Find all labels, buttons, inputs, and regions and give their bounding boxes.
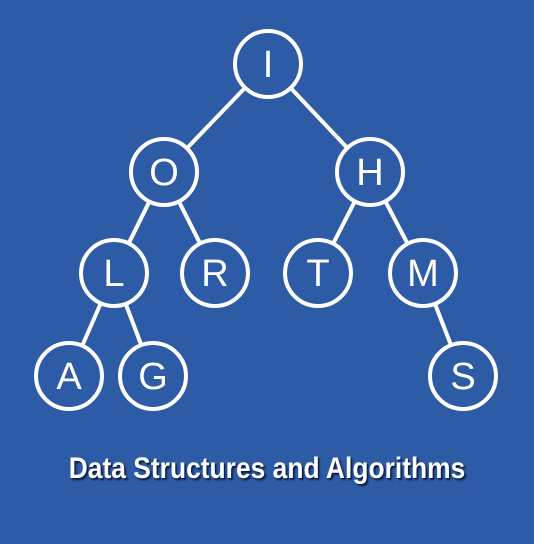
tree-node-t: T xyxy=(283,238,353,308)
tree-node-label: M xyxy=(407,253,439,295)
tree-node-o: O xyxy=(129,137,199,207)
tree-node-label: H xyxy=(356,152,383,194)
tree-node-label: T xyxy=(306,253,329,295)
diagram-caption: Data Structures and Algorithms xyxy=(68,452,466,485)
tree-edges xyxy=(80,86,453,347)
tree-node-circle xyxy=(388,238,458,308)
tree-node-circle xyxy=(79,238,149,308)
tree-nodes: I O H L R T M A G S xyxy=(34,29,498,411)
tree-node-s: S xyxy=(428,341,498,411)
tree-node-i: I xyxy=(233,29,303,99)
tree-node-g: G xyxy=(118,341,188,411)
tree-edge-n2-n5 xyxy=(177,200,202,245)
tree-node-label: O xyxy=(149,152,179,194)
tree-node-circle xyxy=(129,137,199,207)
tree-node-label: G xyxy=(138,356,168,398)
tree-node-circle xyxy=(335,137,405,207)
tree-edge-n4-n9 xyxy=(123,303,144,346)
tree-node-circle xyxy=(233,29,303,99)
tree-edge-n4-n8 xyxy=(80,302,103,347)
tree-edge-n3-n7 xyxy=(383,200,410,245)
tree-node-label: I xyxy=(263,44,274,86)
tree-node-circle xyxy=(180,238,250,308)
tree-node-label: A xyxy=(56,356,82,398)
tree-node-l: L xyxy=(79,238,149,308)
tree-node-label: R xyxy=(201,253,228,295)
tree-node-label: L xyxy=(103,253,124,295)
tree-node-h: H xyxy=(335,137,405,207)
tree-edge-n7-n10 xyxy=(433,303,453,346)
tree-edge-n2-n4 xyxy=(126,200,152,245)
tree-node-circle xyxy=(34,341,104,411)
tree-node-label: S xyxy=(450,356,475,398)
tree-edge-n1-n2 xyxy=(185,86,247,150)
tree-edge-n1-n3 xyxy=(289,86,349,150)
tree-node-circle xyxy=(118,341,188,411)
tree-edge-n3-n6 xyxy=(331,200,357,245)
tree-node-m: M xyxy=(388,238,458,308)
tree-node-r: R xyxy=(180,238,250,308)
tree-node-circle xyxy=(428,341,498,411)
tree-node-circle xyxy=(283,238,353,308)
tree-node-a: A xyxy=(34,341,104,411)
